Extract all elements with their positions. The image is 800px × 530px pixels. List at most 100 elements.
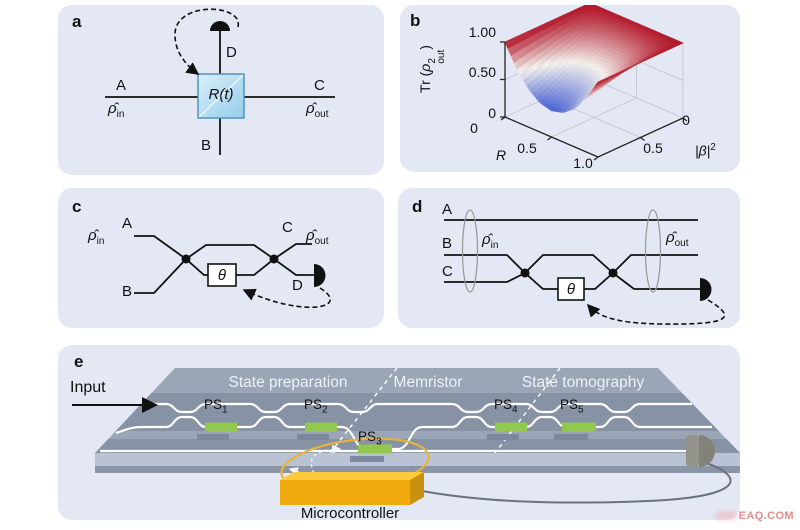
ps1-label: PS1 <box>204 397 228 416</box>
z-tick-1: 1.00 <box>468 24 496 40</box>
port-c-label: C <box>282 219 293 236</box>
rho-out-label: ρ̂out <box>666 229 689 249</box>
control-arrow-up <box>310 444 342 474</box>
beam-splitter-label: R(t) <box>208 86 234 103</box>
beam-splitter-diagonal <box>198 74 244 118</box>
coupler-dot-2 <box>608 268 618 278</box>
rail-b-left <box>444 254 526 274</box>
ps3-label: PS3 <box>358 429 382 448</box>
heater-pad-4 <box>487 434 519 440</box>
coupler-dot-1 <box>520 268 530 278</box>
r-tick-1: 0 <box>470 120 478 136</box>
panel-b-tag: b <box>410 11 421 30</box>
port-d-label: D <box>292 277 303 294</box>
phase-shifter-2 <box>305 422 337 432</box>
chip-front-edge <box>95 466 740 473</box>
output-line-d <box>273 258 314 276</box>
rho-in-label: ρ̂in <box>88 227 105 247</box>
input-state-ellipse <box>461 209 479 293</box>
phase-box <box>207 263 237 287</box>
ps4-label: PS4 <box>494 397 518 416</box>
port-d-label: D <box>226 44 237 61</box>
input-line-b <box>134 258 187 294</box>
region-label-memristor: Memristor <box>393 374 463 391</box>
panel-d-tag: d <box>412 197 423 216</box>
r-tick-2: 0.5 <box>517 140 537 156</box>
panel-a: a A C D B ρ̂in ρ̂out R(t) <box>58 5 384 175</box>
ps2-label: PS2 <box>304 397 328 416</box>
port-b-label: B <box>201 137 212 154</box>
region-divider-1 <box>329 368 398 453</box>
feedback-arrow-icon <box>242 287 332 309</box>
panel-d-diagram <box>444 209 726 325</box>
microcontroller-front <box>280 480 410 505</box>
panel-c: c A B C D ρ̂in ρ̂out θ <box>58 188 384 328</box>
region-label-state-preparation: State preparation <box>228 374 348 391</box>
panel-a-diagram <box>105 8 335 155</box>
microcontroller-label: Microcontroller <box>300 505 400 520</box>
chip-front-face <box>95 453 740 466</box>
chip-trench-upper <box>95 393 740 431</box>
watermark-smudge <box>714 511 737 520</box>
feedback-arrow-icon <box>586 299 726 325</box>
rho-in-label: ρ̂in <box>482 231 499 251</box>
region-label-state-tomography: State tomography <box>521 374 645 391</box>
upper-arm <box>524 254 614 274</box>
panel-c-diagram <box>134 235 332 309</box>
heater-pad-3 <box>350 456 384 462</box>
ps5-label: PS5 <box>560 397 584 416</box>
feedback-arrow-icon <box>174 8 239 75</box>
rho-in-label: ρ̂in <box>108 100 125 120</box>
microcontroller-side <box>410 472 424 505</box>
rho-out-label: ρ̂out <box>306 100 329 120</box>
panel-c-tag: c <box>72 197 82 216</box>
heater-pad-1 <box>197 434 229 440</box>
panel-e: e Input State preparation Memristor Stat… <box>58 345 740 520</box>
rail-c-right <box>612 272 700 290</box>
z-tick-2: 0.50 <box>468 64 496 80</box>
input-label: Input <box>70 379 106 396</box>
detector-base <box>686 435 699 467</box>
beta-tick-2: 0 <box>682 112 690 128</box>
output-line-c <box>273 243 312 260</box>
phase-shifter-3 <box>358 444 392 454</box>
detector-wire <box>421 462 732 504</box>
port-a-label: A <box>116 77 127 94</box>
waveguide-top <box>142 402 692 414</box>
port-c-label: C <box>314 77 325 94</box>
microcontroller-top <box>280 472 424 480</box>
r-tick-3: 1.0 <box>573 155 593 171</box>
theta-label: θ <box>566 281 576 298</box>
port-a-label: A <box>442 201 453 218</box>
purity-surface-plot <box>500 5 688 161</box>
port-b-label: B <box>122 283 133 300</box>
port-a-label: A <box>122 215 133 232</box>
panel-a-tag: a <box>72 12 82 31</box>
r-axis-label: R <box>496 147 507 163</box>
panel-d: d A B C ρ̂in ρ̂out θ <box>398 188 740 328</box>
lower-arm-left <box>185 258 208 276</box>
phase-shifter-1 <box>205 422 237 432</box>
watermark: EAQ.COM <box>694 510 794 522</box>
rail-b-right <box>612 254 698 274</box>
beta-axis-label: |β|2 <box>695 142 716 159</box>
phase-box <box>557 277 585 301</box>
heater-pad-2 <box>297 434 329 440</box>
lower-arm-right <box>584 272 614 290</box>
panel-e-tag: e <box>74 352 84 371</box>
lower-arm-left <box>524 272 558 290</box>
upper-arm <box>185 244 275 260</box>
rail-c-left <box>444 272 526 283</box>
lower-arm-right <box>236 258 275 276</box>
input-line-a <box>134 235 187 260</box>
port-c-label: C <box>442 263 453 280</box>
heater-pad-5 <box>554 434 588 440</box>
rho-out-label: ρ̂out <box>306 227 329 247</box>
detector-icon <box>314 264 326 287</box>
phase-shifter-4 <box>495 422 527 432</box>
z-tick-3: 0 <box>488 105 496 121</box>
port-b-label: B <box>442 235 453 252</box>
